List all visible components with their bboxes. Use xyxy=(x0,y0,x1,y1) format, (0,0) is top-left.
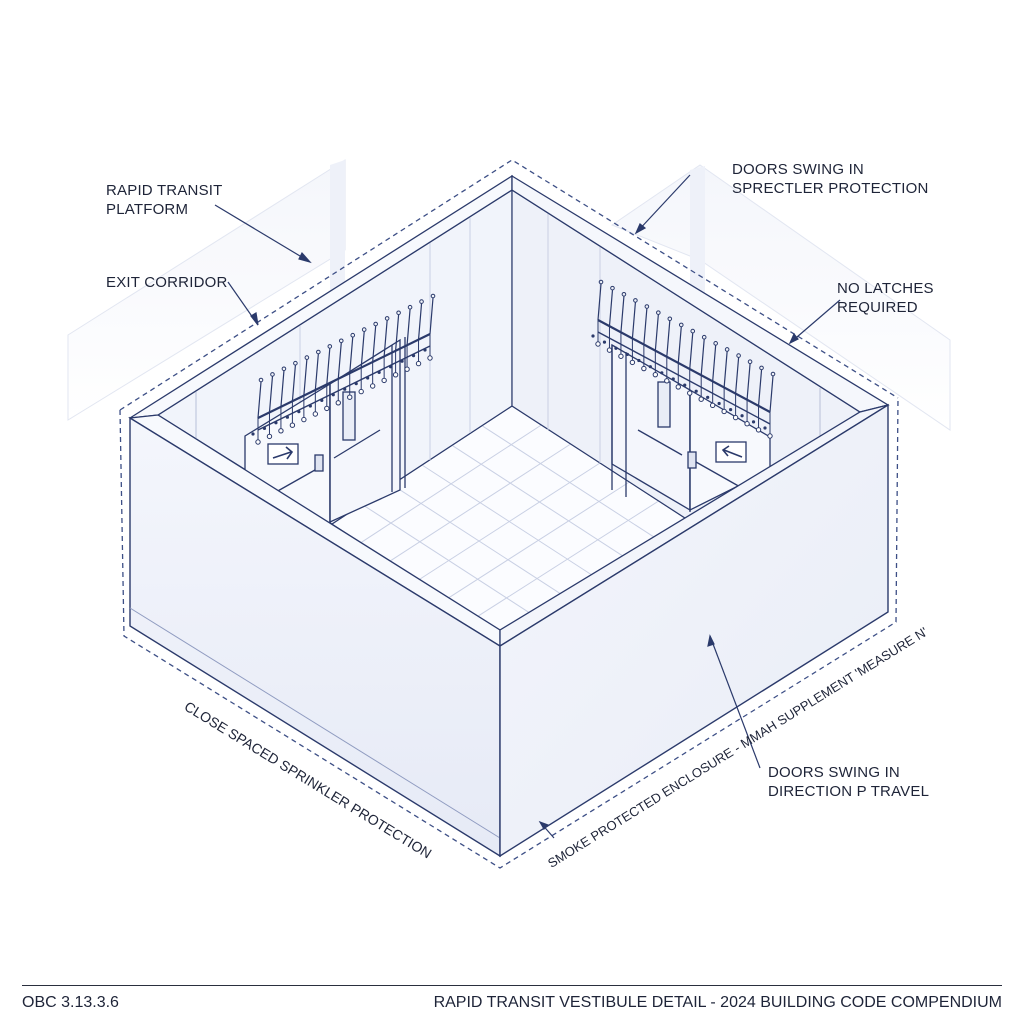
footer-drawing-title: RAPID TRANSIT VESTIBULE DETAIL - 2024 BU… xyxy=(433,994,1002,1011)
sprinkler-head-icon xyxy=(308,349,321,417)
sprinkler-head-icon xyxy=(648,310,661,378)
sprinkler-head-icon xyxy=(251,377,264,445)
sprinkler-head-icon xyxy=(694,334,707,402)
sprinkler-head-icon xyxy=(614,291,627,359)
right-arrow-icon xyxy=(267,443,299,465)
footer-rule xyxy=(22,985,1002,986)
footer-code-reference: OBC 3.13.3.6 xyxy=(22,994,119,1011)
sprinkler-head-icon xyxy=(625,298,638,366)
smoke-enclosure-dashed-outline xyxy=(119,159,899,869)
sprinkler-head-icon xyxy=(706,341,718,409)
sprinkler-head-icon xyxy=(660,316,673,384)
sprinkler-head-icon xyxy=(683,328,696,396)
sprinkler-head-icon xyxy=(320,344,333,412)
sprinkler-head-icon xyxy=(331,338,344,406)
sprinkler-head-icon xyxy=(751,365,764,433)
sprinkler-head-icon xyxy=(763,371,776,439)
sprinkler-head-icon xyxy=(285,360,298,428)
sprinkler-head-icon xyxy=(377,316,390,384)
sprinkler-head-icon xyxy=(354,327,367,395)
sprinkler-head-icon xyxy=(591,279,604,347)
sprinkler-head-icon xyxy=(366,321,378,389)
sprinkler-head-icon xyxy=(411,299,424,367)
sprinkler-manifold-left xyxy=(251,293,436,445)
sprinkler-head-icon xyxy=(343,332,356,400)
sprinkler-head-icon xyxy=(729,353,741,421)
sprinkler-manifold-right xyxy=(591,279,776,439)
label-exit-corridor: EXIT CORRIDOR xyxy=(106,274,228,291)
sprinkler-head-icon xyxy=(274,366,287,434)
outer-wall-front-right xyxy=(499,403,889,858)
leader-lines xyxy=(214,174,841,839)
sprinkler-head-icon xyxy=(423,293,436,361)
sprinkler-head-icon xyxy=(602,285,615,353)
sprinkler-head-icon xyxy=(740,359,753,427)
right-arrow-icon xyxy=(715,441,747,463)
sprinkler-head-icon xyxy=(671,322,684,390)
sprinkler-head-icon xyxy=(400,304,413,372)
sprinkler-head-icon xyxy=(389,310,401,378)
sprinkler-head-icon xyxy=(297,355,310,423)
sprinkler-head-icon xyxy=(637,304,650,372)
sprinkler-head-icon xyxy=(717,347,730,415)
sprinkler-head-icon xyxy=(262,372,275,440)
